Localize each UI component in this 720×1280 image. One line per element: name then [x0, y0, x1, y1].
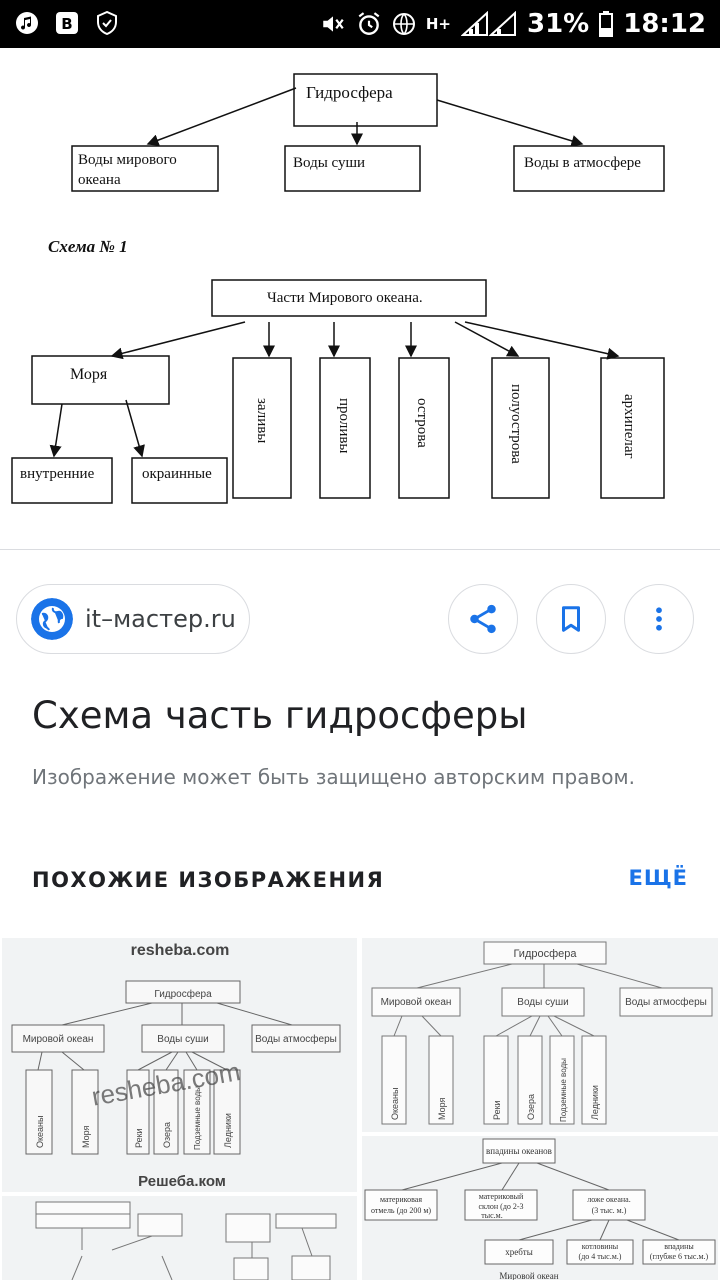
status-right-icons: H+ 31% 18:12 [320, 0, 706, 48]
svg-text:тыс.м.: тыс.м. [481, 1211, 502, 1220]
globe-icon [392, 13, 415, 35]
node-world-ocean-1: Воды мирового [78, 152, 177, 168]
node-world-ocean-2: океана [78, 172, 121, 188]
status-bar: В H+ 31% 18:12 [0, 0, 720, 48]
svg-text:материковая: материковая [380, 1195, 422, 1204]
svg-text:Реки: Реки [134, 1128, 144, 1148]
vk-icon: В [54, 10, 80, 36]
node-gulfs: заливы [254, 398, 270, 443]
svg-text:Озера: Озера [162, 1122, 172, 1148]
similar-thumb-2[interactable]: Гидросфера Мировой океан Воды суши Воды … [362, 938, 718, 1132]
node-seas: Моря [70, 366, 108, 383]
svg-text:Мировой океан: Мировой океан [499, 1271, 558, 1280]
svg-text:Ледники: Ледники [590, 1085, 600, 1120]
similar-thumb-3[interactable] [2, 1196, 357, 1280]
source-chip[interactable]: it–мастер.ru [16, 584, 250, 654]
svg-text:Подземные воды: Подземные воды [559, 1058, 568, 1122]
node-peninsulas: полуострова [508, 384, 524, 464]
main-image[interactable]: Гидросфера Воды мирового океана Воды суш… [0, 48, 720, 548]
similar-thumb-1[interactable]: resheba.com Гидросфера Мировой океан Вод… [2, 938, 357, 1192]
svg-text:Подземные воды: Подземные воды [193, 1086, 202, 1150]
bookmark-icon [562, 606, 580, 632]
node-atmosphere-water: Воды в атмосфере [524, 155, 641, 171]
node-islands: острова [414, 398, 430, 448]
shield-check-icon [94, 10, 120, 36]
image-title: Схема часть гидросферы [32, 694, 528, 737]
svg-text:отмель (до 200 м): отмель (до 200 м) [371, 1206, 431, 1215]
svg-text:впадины: впадины [664, 1242, 694, 1251]
svg-text:Океаны: Океаны [390, 1088, 400, 1121]
mute-icon [323, 16, 344, 32]
node-outer: окраинные [142, 466, 212, 482]
node-ocean-parts: Части Мирового океана. [267, 290, 423, 306]
battery-percent: 31% [527, 9, 590, 39]
node-inner: внутренние [20, 466, 95, 482]
svg-text:Ледники: Ледники [223, 1113, 233, 1148]
similar-thumb-4[interactable]: впадины океанов материковая отмель (до 2… [362, 1136, 718, 1280]
more-vert-icon [656, 607, 662, 631]
node-land-water: Воды суши [293, 155, 365, 171]
thumb1-caption: Решеба.ком [138, 1173, 226, 1190]
svg-text:хребты: хребты [505, 1247, 533, 1257]
svg-text:Мировой океан: Мировой океан [381, 997, 452, 1008]
svg-text:Воды суши: Воды суши [517, 997, 568, 1008]
svg-text:Моря: Моря [81, 1125, 91, 1148]
svg-text:Реки: Реки [492, 1100, 502, 1120]
svg-text:В: В [61, 15, 72, 33]
music-note-icon [14, 10, 40, 36]
svg-text:Океаны: Океаны [35, 1116, 45, 1149]
source-site-name: it–мастер.ru [85, 605, 236, 633]
svg-text:Моря: Моря [437, 1097, 447, 1120]
battery-icon [599, 11, 614, 37]
svg-text:Гидросфера: Гидросфера [513, 948, 577, 960]
svg-text:котловины: котловины [582, 1242, 619, 1251]
more-link[interactable]: ЕЩЁ [628, 866, 688, 890]
copyright-notice: Изображение может быть защищено авторски… [32, 765, 635, 789]
svg-text:Воды атмосферы: Воды атмосферы [255, 1033, 337, 1045]
node-hydrosphere: Гидросфера [306, 83, 393, 102]
thumb1-site: resheba.com [131, 942, 230, 959]
clock: 18:12 [623, 9, 706, 39]
hydrosphere-diagram: Гидросфера Воды мирового океана Воды суш… [11, 73, 665, 504]
svg-text:впадины океанов: впадины океанов [486, 1146, 552, 1156]
svg-text:(глубже 6 тыс.м.): (глубже 6 тыс.м.) [650, 1252, 709, 1261]
alarm-icon [358, 12, 380, 35]
svg-text:материковый: материковый [479, 1192, 524, 1201]
share-icon [470, 604, 496, 634]
scheme-label: Схема № 1 [48, 237, 128, 256]
share-button[interactable] [448, 584, 518, 654]
svg-text:склон (до 2-3: склон (до 2-3 [478, 1202, 523, 1211]
node-archipelago: архипелаг [621, 394, 637, 459]
svg-text:Озера: Озера [526, 1094, 536, 1120]
svg-text:Воды суши: Воды суши [157, 1034, 208, 1045]
divider [0, 549, 720, 550]
svg-text:(3 тыс. м.): (3 тыс. м.) [592, 1206, 627, 1215]
globe-favicon [31, 598, 73, 640]
bookmark-button[interactable] [536, 584, 606, 654]
svg-text:Гидросфера: Гидросфера [154, 988, 212, 1000]
svg-text:Воды атмосферы: Воды атмосферы [625, 996, 707, 1008]
svg-text:ложе океана.: ложе океана. [587, 1195, 630, 1204]
more-options-button[interactable] [624, 584, 694, 654]
network-type: H+ [425, 15, 451, 33]
svg-text:(до 4 тыс.м.): (до 4 тыс.м.) [579, 1252, 622, 1261]
svg-text:Мировой океан: Мировой океан [23, 1034, 94, 1045]
status-left-icons: В [14, 10, 120, 36]
signal-icon [461, 11, 516, 36]
similar-images-header: ПОХОЖИЕ ИЗОБРАЖЕНИЯ [32, 868, 385, 892]
node-straits: проливы [336, 398, 352, 454]
